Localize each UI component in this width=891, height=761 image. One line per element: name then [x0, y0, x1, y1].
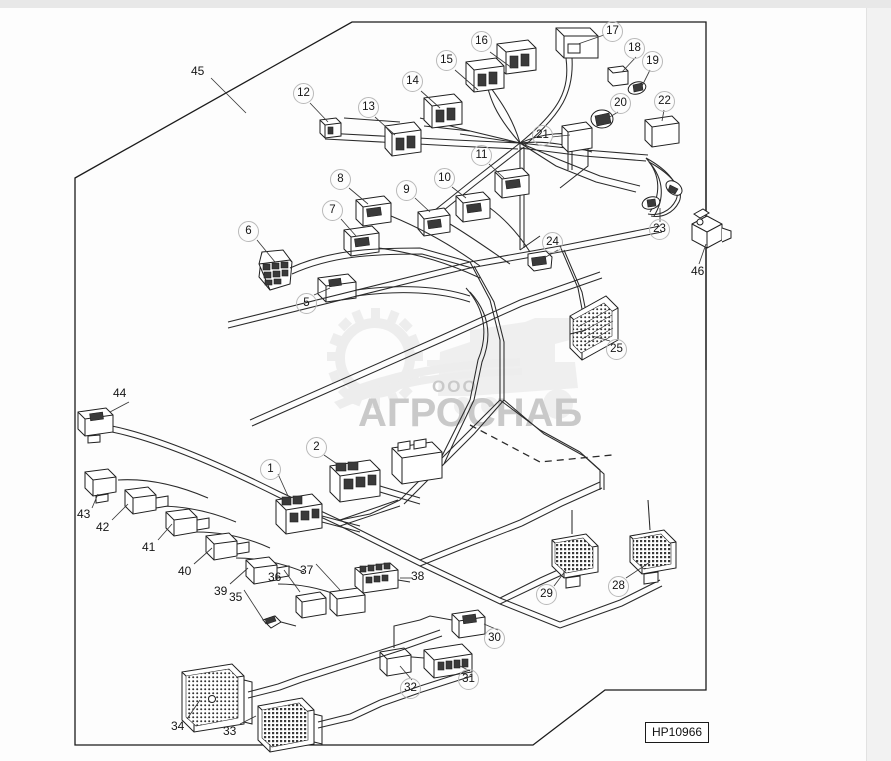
connector-13: [384, 121, 422, 157]
callout-17[interactable]: 17: [602, 21, 623, 42]
connector-30: [419, 609, 486, 639]
connector-23-loop: [641, 157, 683, 222]
callout-37[interactable]: 37: [300, 563, 314, 577]
callout-8[interactable]: 8: [330, 169, 351, 190]
callout-5[interactable]: 5: [296, 293, 317, 314]
callout-25[interactable]: 25: [606, 339, 627, 360]
lower-harness-wires: [111, 399, 663, 629]
callout-36[interactable]: 36: [268, 570, 282, 584]
callout-45[interactable]: 45: [191, 64, 205, 78]
connector-6: [258, 249, 293, 291]
callout-7[interactable]: 7: [322, 200, 343, 221]
diagram-boundary: [74, 21, 707, 746]
connector-38: [354, 562, 411, 594]
connector-unlabeled-center: [391, 438, 443, 485]
connector-40: [205, 532, 250, 561]
callout-22[interactable]: 22: [654, 91, 675, 112]
callout-29[interactable]: 29: [536, 584, 557, 605]
connector-39: [245, 556, 290, 585]
component-46: [691, 208, 732, 249]
connector-11: [494, 167, 530, 199]
connector-19: [627, 81, 647, 95]
connector-44: [77, 407, 114, 444]
callout-23[interactable]: 23: [649, 219, 670, 240]
callout-40[interactable]: 40: [178, 564, 192, 578]
callout-33[interactable]: 33: [223, 724, 237, 738]
callout-19[interactable]: 19: [642, 51, 663, 72]
leader-lines: [91, 34, 707, 725]
connector-24: [527, 250, 553, 272]
lamp-34: [181, 663, 303, 733]
callout-14[interactable]: 14: [402, 71, 423, 92]
connector-15: [465, 57, 505, 93]
callout-10[interactable]: 10: [434, 168, 455, 189]
watermark-company-form: ООО: [432, 377, 478, 396]
callout-32[interactable]: 32: [400, 678, 421, 699]
callout-18[interactable]: 18: [624, 38, 645, 59]
connector-22: [644, 115, 680, 148]
callout-34[interactable]: 34: [171, 719, 185, 733]
connector-20: [590, 109, 614, 129]
left-branch-wires: [289, 207, 531, 303]
callout-38[interactable]: 38: [411, 569, 425, 583]
connector-5: [317, 273, 357, 303]
connector-7: [343, 225, 380, 257]
connector-2: [329, 459, 421, 505]
lamp-33: [257, 697, 383, 753]
callout-6[interactable]: 6: [238, 221, 259, 242]
page-body-background: [0, 8, 866, 761]
callout-12[interactable]: 12: [293, 83, 314, 104]
callout-46[interactable]: 46: [691, 264, 705, 278]
connector-43: [84, 468, 117, 504]
connector-37: [329, 587, 366, 617]
callout-15[interactable]: 15: [436, 50, 457, 71]
callout-24[interactable]: 24: [542, 232, 563, 253]
connector-31: [399, 643, 473, 679]
connector-10: [455, 191, 491, 223]
connector-42: [124, 486, 169, 515]
connector-16: [496, 39, 537, 75]
page-right-edge: [866, 8, 891, 761]
dashed-branch-line: [469, 424, 613, 463]
callout-39[interactable]: 39: [214, 584, 228, 598]
connector-12: [319, 117, 342, 139]
connector-8: [355, 195, 392, 227]
callout-31[interactable]: 31: [458, 669, 479, 690]
connector-17: [555, 27, 599, 59]
callout-28[interactable]: 28: [608, 576, 629, 597]
component-35: [262, 615, 297, 629]
part-number-label: HP10966: [645, 722, 710, 743]
connector-1: [275, 493, 361, 535]
callout-2[interactable]: 2: [306, 437, 327, 458]
connector-41: [165, 508, 210, 537]
callout-11[interactable]: 11: [471, 145, 492, 166]
connector-36: [295, 591, 327, 619]
lamp-25: [569, 295, 619, 361]
callout-43[interactable]: 43: [77, 507, 91, 521]
callout-44[interactable]: 44: [113, 386, 127, 400]
callout-16[interactable]: 16: [471, 31, 492, 52]
callout-9[interactable]: 9: [396, 180, 417, 201]
connector-9: [417, 207, 451, 237]
callout-21[interactable]: 21: [532, 125, 553, 146]
callout-1[interactable]: 1: [260, 459, 281, 480]
connector-21: [561, 121, 593, 153]
callout-30[interactable]: 30: [484, 628, 505, 649]
callout-41[interactable]: 41: [142, 540, 156, 554]
lamp-29: [551, 510, 599, 589]
callout-35[interactable]: 35: [229, 590, 243, 604]
callout-42[interactable]: 42: [96, 520, 110, 534]
lamp-28: [629, 499, 677, 585]
callout-20[interactable]: 20: [610, 93, 631, 114]
callout-13[interactable]: 13: [358, 97, 379, 118]
